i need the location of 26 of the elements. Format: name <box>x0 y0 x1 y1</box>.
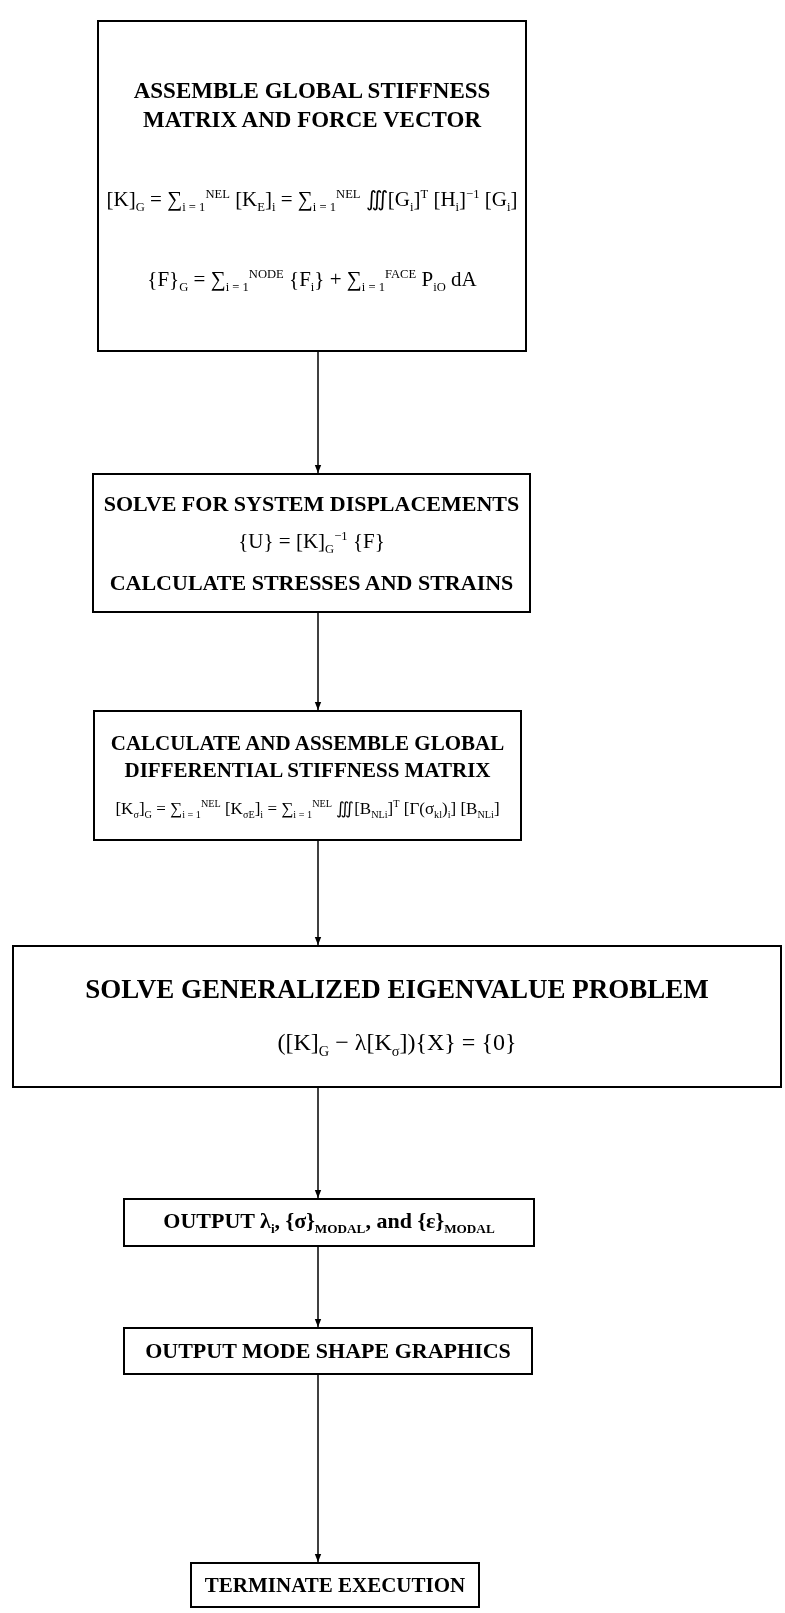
step-title: TERMINATE EXECUTION <box>204 1571 466 1599</box>
process-box <box>190 1562 480 1608</box>
process-box <box>93 710 522 841</box>
arrow <box>314 1374 322 1563</box>
equation: [K$_{σ}$]$_{G}$ = ∑$_{i = 1}$$^{NEL}$ [K$_{σE}$]$_{i}$ = ∑$_{i = 1}$$^{NEL}$ ∭[B$_{NLi}$]$^{T}$ [Γ(σ$_{kl}$)$_{i}$] [B$_{NLi}$] <box>115 798 500 821</box>
step-title: SOLVE FOR SYSTEM DISPLACEMENTS <box>103 489 520 518</box>
step-title: CALCULATE AND ASSEMBLE GLOBAL DIFFERENTIAL STIFFNESS MATRIX <box>109 730 506 783</box>
equation: {U} = [K]$_{G}$$^{−1}$ {F} <box>238 528 385 558</box>
step-title: ASSEMBLE GLOBAL STIFFNESS MATRIX AND FORCE VECTOR <box>132 77 492 134</box>
process-box <box>123 1198 535 1247</box>
step-title: CALCULATE STRESSES AND STRAINS <box>109 568 514 597</box>
arrow <box>314 612 322 711</box>
equation: [K]$_{G}$ = ∑$_{i = 1}$$^{NEL}$ [K$_{E}$]$_{i}$ = ∑$_{i = 1}$$^{NEL}$ ∭[G$_{i}$]$^{T}$ [H$_{i}$]$^{−1}$ [G$_{i}$] <box>106 186 518 215</box>
process-box <box>97 20 527 352</box>
step-title: SOLVE GENERALIZED EIGENVALUE PROBLEM <box>85 972 709 1006</box>
arrow <box>314 1246 322 1328</box>
arrow <box>314 840 322 946</box>
process-box <box>123 1327 533 1375</box>
equation: {F}$_{G}$ = ∑$_{i = 1}$$^{NODE}$ {F$_{i}$} + ∑$_{i = 1}$$^{FACE}$ P$_{iO}$ dA <box>147 266 477 295</box>
process-box <box>12 945 782 1088</box>
equation: ([K]$_{G}$ − λ[K$_{σ}$]){X} = {0} <box>277 1029 517 1061</box>
step-title: OUTPUT λ$_{i}$, {σ}$_{MODAL}$, and {ε}$_{MODAL}$ <box>163 1207 495 1238</box>
process-box <box>92 473 531 613</box>
arrow <box>314 351 322 474</box>
arrow <box>314 1087 322 1199</box>
step-title: OUTPUT MODE SHAPE GRAPHICS <box>145 1337 511 1365</box>
